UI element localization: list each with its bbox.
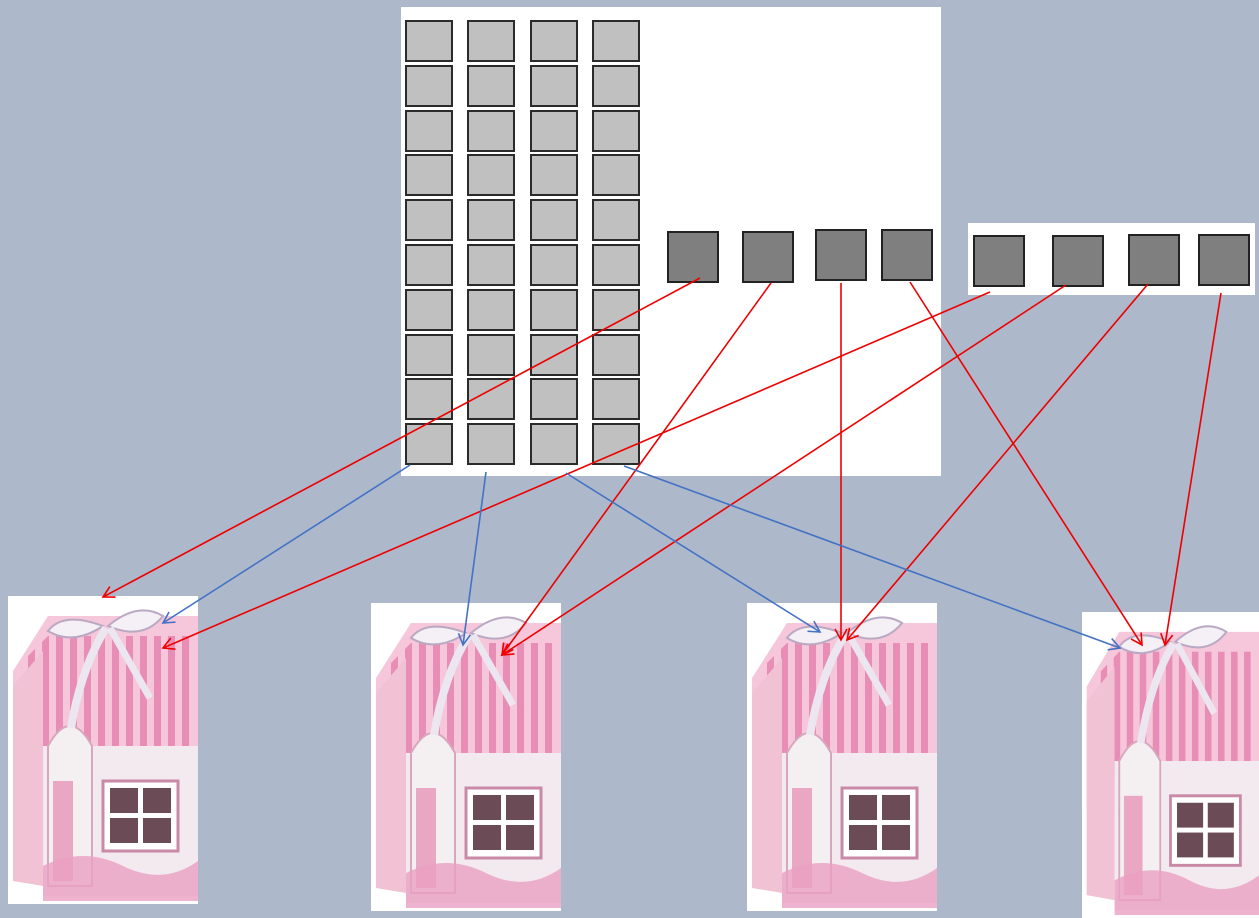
grid-cell (405, 378, 453, 421)
grid-cell (405, 109, 453, 152)
grid-cell (592, 333, 640, 376)
grid-cell (467, 154, 515, 197)
grid-cell (405, 64, 453, 107)
grid-cell (530, 288, 578, 331)
grid-cell (467, 64, 515, 107)
grid-cell (530, 64, 578, 107)
grid-cell (530, 423, 578, 466)
grid-cell (592, 20, 640, 62)
grid-cell (467, 20, 515, 62)
dark-square-side (973, 235, 1025, 287)
gift-box-house-2 (371, 603, 561, 911)
grid-cell (592, 64, 640, 107)
grid-cell (405, 333, 453, 376)
red-arrow (909, 281, 1143, 647)
grid-cell (592, 288, 640, 331)
red-arrow (1160, 292, 1222, 647)
grid-cell (405, 20, 453, 62)
grid-cell (592, 423, 640, 466)
grid-cell (530, 378, 578, 421)
grid-cell (467, 199, 515, 242)
blue-arrow (161, 464, 411, 624)
grid-cell (530, 244, 578, 286)
grid-cell (467, 244, 515, 286)
grid-cell (405, 288, 453, 331)
grid-cell (592, 378, 640, 421)
dark-square-side (1128, 234, 1180, 286)
grid-cell (530, 154, 578, 197)
dark-square-main (881, 229, 933, 281)
dark-square-side (1198, 234, 1250, 286)
grid-cell (530, 333, 578, 376)
grid-cell (592, 199, 640, 242)
grid-cell (530, 109, 578, 152)
grid-cell (530, 20, 578, 62)
grid-cell (405, 423, 453, 466)
grid-cell (467, 378, 515, 421)
gift-box-house-1 (8, 596, 198, 904)
grid-cell (467, 288, 515, 331)
gift-box-house-4 (1082, 612, 1259, 918)
grid-cell (405, 199, 453, 242)
gift-box-house-3 (747, 603, 937, 911)
dark-square-main (742, 231, 794, 283)
grid-cell (405, 244, 453, 286)
grid-cell (467, 109, 515, 152)
grid-cell (467, 333, 515, 376)
grid-cell (405, 154, 453, 197)
dark-square-side (1052, 235, 1104, 287)
grid-cell (592, 154, 640, 197)
grid-cell (467, 423, 515, 466)
grid-cell (592, 244, 640, 286)
grid-cell (530, 199, 578, 242)
dark-square-main (667, 231, 719, 283)
grid-cell (592, 109, 640, 152)
dark-square-main (815, 229, 867, 281)
